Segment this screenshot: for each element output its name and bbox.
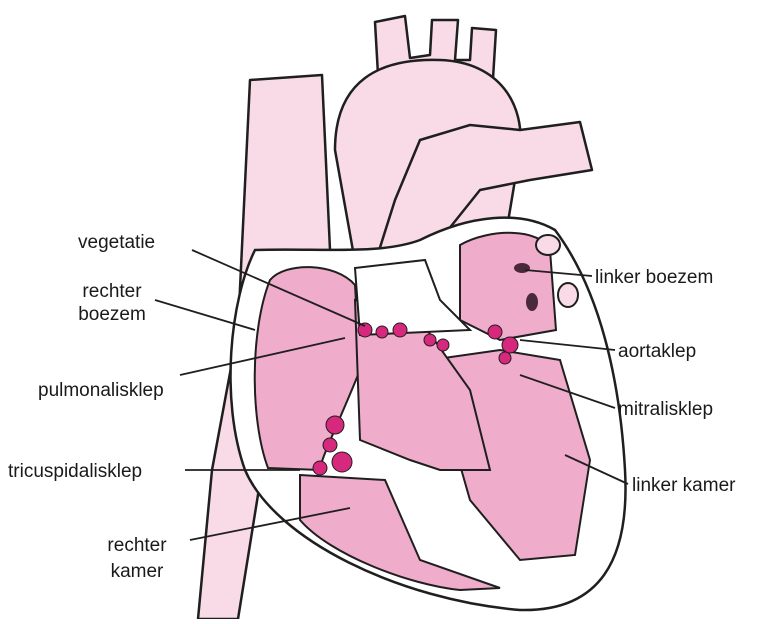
label-linker-kamer: linker kamer	[632, 474, 735, 497]
label-linker-boezem: linker boezem	[595, 266, 713, 289]
label-rechter-kamer-line2: kamer	[92, 560, 182, 583]
vegetation-blob	[332, 452, 352, 472]
left-atrium-bump-1	[536, 235, 560, 255]
label-aortaklep: aortaklep	[618, 340, 696, 363]
vegetation-blob	[393, 323, 407, 337]
vegetation-blob	[376, 326, 388, 338]
vegetation-blob	[424, 334, 436, 346]
vegetation-blob	[488, 325, 502, 339]
label-rechter-boezem-line1: rechter	[66, 280, 158, 303]
vegetation-blob	[502, 337, 518, 353]
vegetation-blob	[437, 339, 449, 351]
label-rechter-boezem-line2: boezem	[66, 303, 158, 326]
pulmonary-vein-opening	[514, 263, 530, 273]
vegetation-blob	[323, 438, 337, 452]
left-atrium-bump-2	[558, 283, 578, 307]
vegetation-blob	[499, 352, 511, 364]
label-pulmonalisklep: pulmonalisklep	[38, 379, 164, 402]
pulmonary-vein-opening	[526, 293, 538, 311]
vegetation-blob	[326, 416, 344, 434]
label-rechter-kamer-line1: rechter	[92, 534, 182, 557]
label-vegetatie: vegetatie	[78, 231, 155, 254]
label-tricuspidalisklep: tricuspidalisklep	[8, 460, 142, 483]
label-mitralisklep: mitralisklep	[618, 398, 713, 421]
vegetation-blob	[313, 461, 327, 475]
